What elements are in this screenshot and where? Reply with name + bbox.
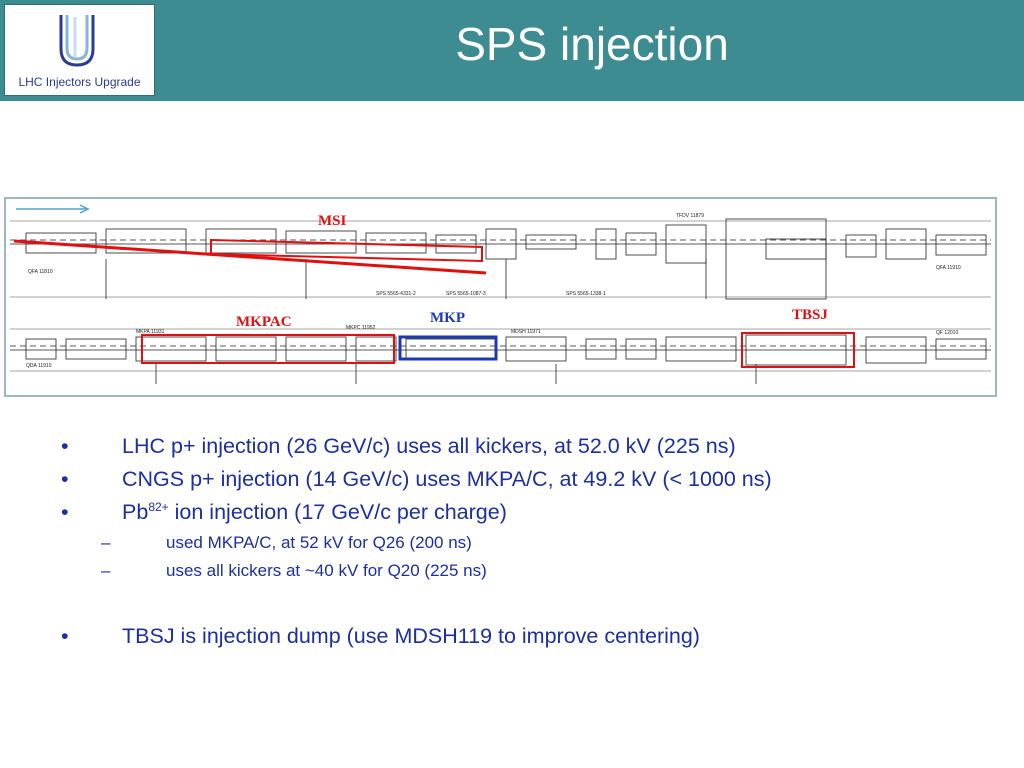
- list-item: • LHC p+ injection (26 GeV/c) uses all k…: [0, 430, 1024, 463]
- subbullet-text: used MKPA/C, at 52 kV for Q26 (200 ns): [166, 533, 472, 552]
- tbsj-highlight: [741, 332, 855, 368]
- list-item: • TBSJ is injection dump (use MDSH119 to…: [0, 620, 1024, 653]
- label-tbsj: TBSJ: [792, 307, 828, 323]
- subbullet-text: uses all kickers at ~40 kV for Q20 (225 …: [166, 561, 487, 580]
- list-item: – uses all kickers at ~40 kV for Q20 (22…: [0, 557, 1024, 585]
- lower-beamline: [10, 328, 991, 384]
- page-title: SPS injection: [455, 18, 729, 70]
- label-qfa-lower: QFA 11910: [936, 265, 961, 271]
- beamline-diagram: QFA 11810 QDA 11910 MKPA 11931 MKPC 1195…: [4, 197, 997, 397]
- title-bar: LHC Injectors Upgrade SPS injection: [0, 0, 1024, 101]
- bullet-text: CNGS p+ injection (14 GeV/c) uses MKPA/C…: [122, 467, 772, 491]
- label-qda: QDA 11910: [26, 363, 52, 369]
- mkpac-highlight: [141, 334, 395, 364]
- bullet-rest: ion injection (17 GeV/c per charge): [168, 500, 507, 524]
- upper-beamline: [10, 218, 991, 300]
- subbullet-marker: –: [101, 561, 111, 580]
- label-mdsh: MDSH 11971: [511, 329, 541, 335]
- bullet-superscript: 82+: [148, 499, 169, 514]
- bullet-marker: •: [61, 467, 69, 491]
- label-qf-right: QF 12010: [936, 330, 958, 336]
- label-mkpa: MKPA 11931: [136, 329, 165, 335]
- bullet-text: TBSJ is injection dump (use MDSH119 to i…: [122, 624, 700, 648]
- label-msi: MSI: [318, 213, 347, 229]
- label-mkp: MKP: [430, 310, 465, 326]
- lhc-injectors-u-logo-icon: [59, 15, 95, 67]
- beamline-schematic: QFA 11810 QDA 11910 MKPA 11931 MKPC 1195…: [10, 204, 991, 384]
- bullet-marker: •: [61, 434, 69, 458]
- bullet-list: • LHC p+ injection (26 GeV/c) uses all k…: [0, 430, 1024, 653]
- list-item: – used MKPA/C, at 52 kV for Q26 (200 ns): [0, 529, 1024, 557]
- logo-text: LHC Injectors Upgrade: [18, 75, 141, 89]
- bullet-marker: •: [61, 500, 69, 524]
- mkp-highlight: [398, 335, 498, 361]
- list-item: • CNGS p+ injection (14 GeV/c) uses MKPA…: [0, 463, 1024, 496]
- list-item: • Pb82+ ion injection (17 GeV/c per char…: [0, 496, 1024, 529]
- label-sps-ref3: SPS 5565-1338-1: [566, 291, 606, 297]
- spacer: [0, 585, 1024, 620]
- logo: LHC Injectors Upgrade: [4, 4, 155, 96]
- label-mkpc: MKPC 11952: [346, 325, 376, 331]
- label-sps-ref2: SPS 5565-1087-3: [446, 291, 486, 297]
- bullet-text: Pb82+ ion injection (17 GeV/c per charge…: [122, 496, 507, 529]
- label-sps-ref1: SPS 5565-4331-2: [376, 291, 416, 297]
- bullet-text: LHC p+ injection (26 GeV/c) uses all kic…: [122, 434, 736, 458]
- bullet-prefix: Pb: [122, 500, 149, 524]
- beam-direction-arrow-icon: [16, 204, 90, 214]
- label-tfdv: TFDV 11879: [676, 213, 704, 219]
- label-mkpac: MKPAC: [236, 314, 292, 330]
- msi-highlight: [13, 238, 487, 275]
- subbullet-marker: –: [101, 533, 111, 552]
- bullet-marker: •: [61, 624, 69, 648]
- label-qfa-upper: QFA 11810: [28, 269, 53, 275]
